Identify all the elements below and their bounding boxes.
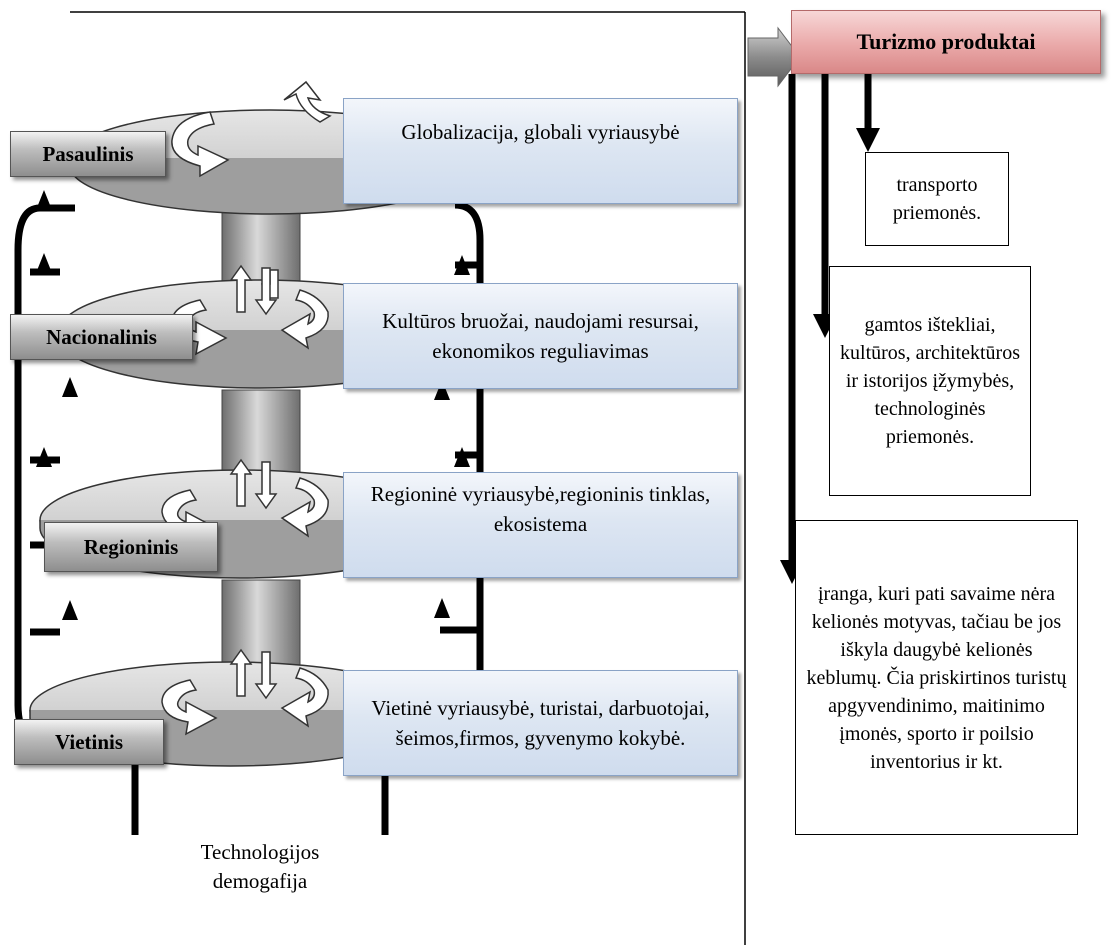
level-text-vietinis: Vietinė vyriausybė, turistai, darbuotoja… [343, 670, 738, 776]
level-text-pasaulinis: Globalizacija, globali vyriausybė [343, 98, 738, 204]
product-connectors [788, 74, 872, 565]
bottom-caption: Technologijos demogafija [200, 840, 320, 893]
product-box-resources: gamtos ištekliai, kultūros, architektūro… [829, 266, 1031, 496]
level-label-vietinis: Vietinis [14, 719, 164, 765]
level-label-nacionalinis: Nacionalinis [10, 314, 193, 360]
product-box-infrastructure: įranga, kuri pati savaime nėra kelionės … [795, 520, 1078, 835]
updown-arrows [229, 264, 279, 700]
level-label-pasaulinis: Pasaulinis [10, 131, 166, 177]
product-title-box: Turizmo produktai [791, 10, 1101, 74]
product-box-transport: transporto priemonės. [865, 152, 1009, 246]
level-text-nacionalinis: Kultūros bruožai, naudojami resursai, ek… [343, 283, 738, 389]
right-arrowheads [434, 255, 470, 618]
main-flow-arrow [747, 26, 801, 88]
level-label-regioninis: Regioninis [44, 522, 218, 572]
level-text-regioninis: Regioninė vyriausybė,regioninis tinklas,… [343, 472, 738, 578]
left-arrowheads [36, 190, 78, 620]
